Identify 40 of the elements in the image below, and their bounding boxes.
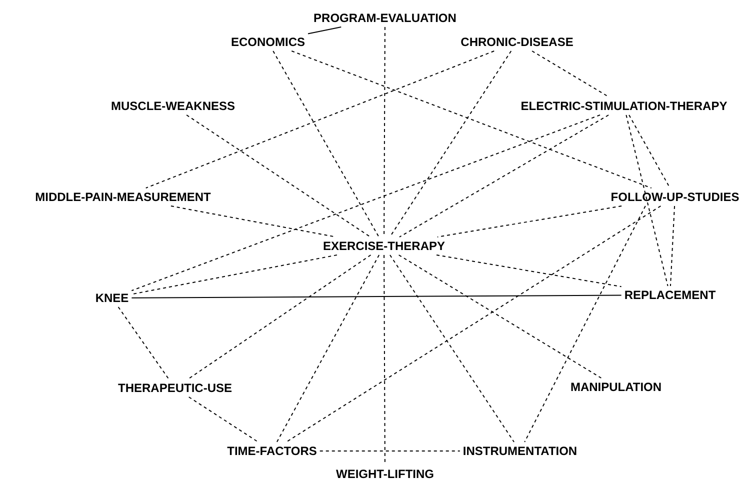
term-label: MANIPULATION (569, 380, 663, 394)
term-label: MIDDLE-PAIN-MEASUREMENT (34, 190, 212, 204)
term-label: PROGRAM-EVALUATION (312, 11, 458, 25)
connector-line (276, 254, 380, 442)
term-label: ECONOMICS (230, 35, 306, 49)
term-label: ELECTRIC-STIMULATION-THERAPY (520, 99, 728, 113)
connector-line (186, 114, 371, 238)
connector-line (286, 206, 662, 442)
connector-line (389, 50, 512, 238)
term-label: TIME-FACTORS (226, 444, 318, 458)
connector-line (626, 114, 668, 286)
connector-line (319, 450, 460, 452)
term-label: EXERCISE-THERAPY (322, 239, 446, 253)
term-label: KNEE (94, 291, 130, 305)
connector-line (131, 114, 600, 292)
connector-line (188, 396, 259, 442)
connector-line (291, 50, 652, 188)
connector-line (188, 254, 372, 380)
connector-line (436, 254, 622, 288)
connector-line (308, 26, 342, 34)
connector-line (670, 206, 676, 286)
connector-line (524, 206, 646, 442)
term-label: INSTRUMENTATION (462, 444, 578, 458)
connector-line (389, 254, 515, 442)
connector-line (131, 254, 338, 295)
connector-line (118, 306, 170, 380)
connector-line (532, 50, 610, 98)
term-label: THERAPEUTIC-USE (117, 381, 233, 395)
term-label: CHRONIC-DISEASE (460, 35, 574, 49)
connector-line (628, 114, 670, 188)
term-label: WEIGHT-LIFTING (335, 467, 435, 481)
term-label: MUSCLE-WEAKNESS (110, 99, 236, 113)
term-label: REPLACEMENT (623, 288, 717, 302)
connector-line (398, 254, 602, 378)
term-label: FOLLOW-UP-STUDIES (610, 190, 740, 204)
connector-line (398, 114, 610, 238)
connector-line (272, 50, 380, 238)
connector-line (145, 50, 495, 188)
connector-line (436, 206, 622, 238)
connector-line (131, 294, 622, 298)
